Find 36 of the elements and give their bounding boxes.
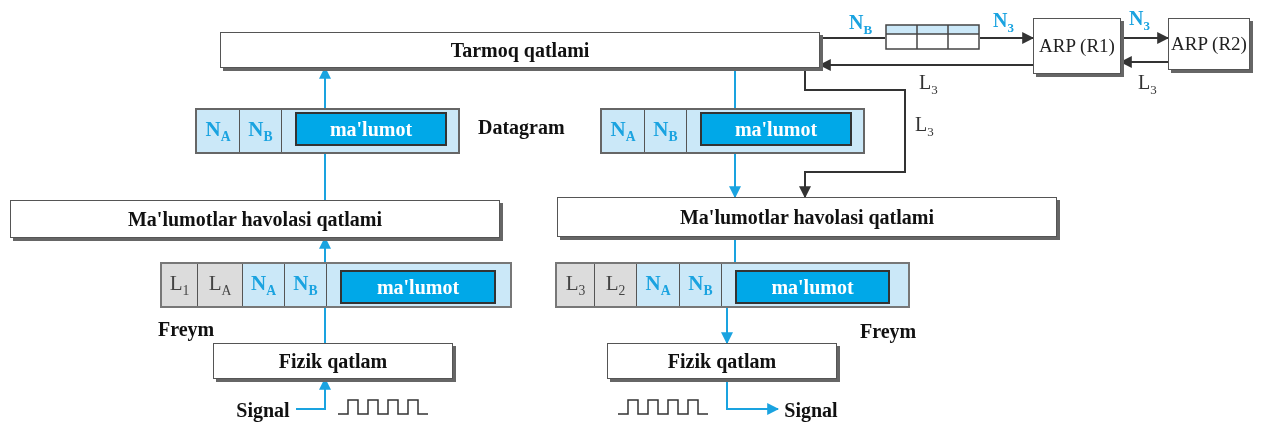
connector-line (324, 153, 326, 201)
text-label: Freym (860, 320, 917, 343)
data-cell: ma'lumot (735, 270, 890, 304)
packet-box (195, 108, 460, 154)
layer-box: Tarmoq qatlami (220, 32, 820, 68)
signal-label: Signal (230, 398, 296, 422)
edge-label: N$_{3}$ (1128, 8, 1151, 32)
data-cell: ma'lumot (295, 112, 447, 146)
arp-box: ARP (R2) (1168, 18, 1250, 70)
arp-box: ARP (R1) (1033, 18, 1121, 74)
data-cell: ma'lumot (700, 112, 852, 146)
arrow (979, 32, 1035, 44)
text-label: Freym (158, 318, 215, 341)
header-cell: L$_{3}$ (557, 264, 595, 306)
arrow (729, 153, 741, 199)
edge-label: L$_{3}$ (914, 114, 935, 138)
data-cell: ma'lumot (340, 270, 496, 304)
frame-box (555, 262, 910, 308)
connector-line (324, 307, 326, 344)
frame-box (160, 262, 512, 308)
layer-box: Fizik qatlam (213, 343, 453, 379)
edge-label: L$_{3}$ (1137, 72, 1158, 96)
layer-box: Ma'lumotlar havolasi qatlami (557, 197, 1057, 237)
edge-label: N$_{B}$ (848, 12, 874, 36)
header-cell: L$_{2}$ (595, 264, 637, 306)
layer-box: Fizik qatlam (607, 343, 837, 379)
signal-label: Signal (778, 398, 844, 422)
edge-label: N$_{3}$ (992, 10, 1015, 34)
header-cell: L$_{1}$ (162, 264, 198, 306)
table-drawing (885, 24, 980, 50)
layer-box: Ma'lumotlar havolasi qatlami (10, 200, 500, 238)
header-cell: L$_{A}$ (198, 264, 243, 306)
edge-label: L$_{3}$ (918, 72, 939, 96)
arrow (721, 307, 733, 345)
packet-box (600, 108, 865, 154)
text-label: Datagram (478, 116, 565, 139)
